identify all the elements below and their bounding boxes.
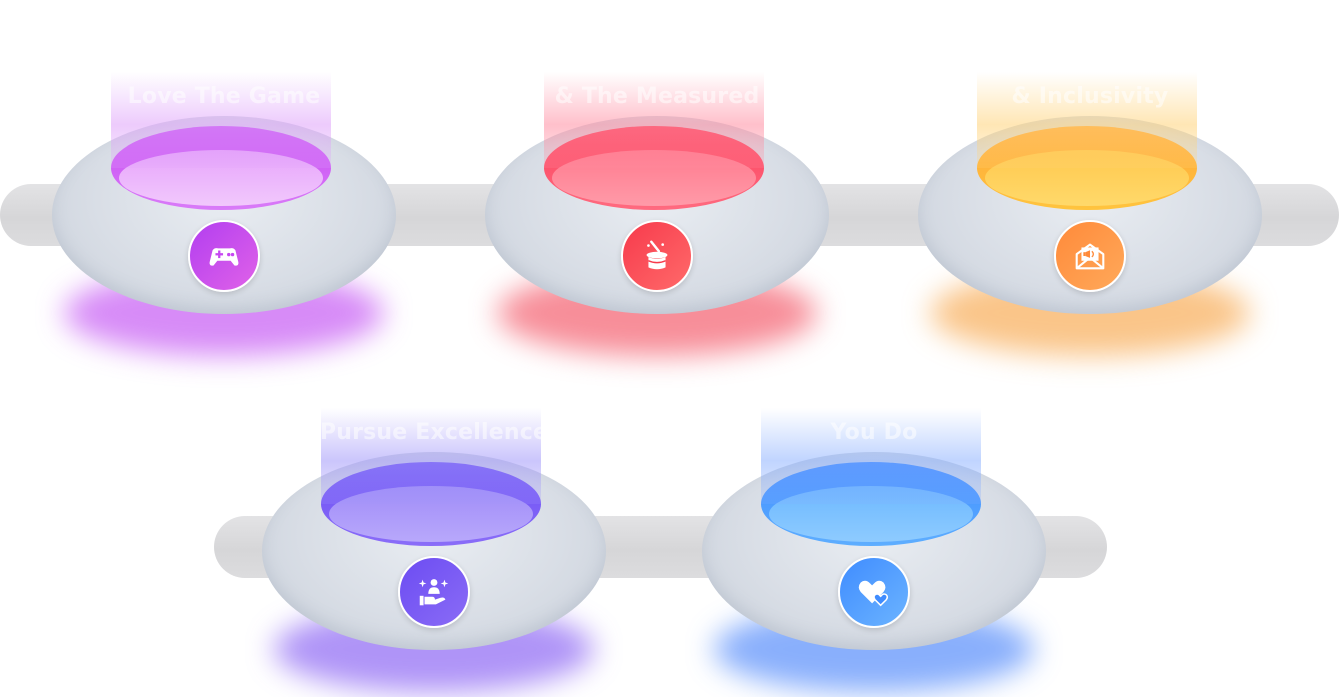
step-5-node: You Do	[702, 336, 1046, 692]
step-4-well	[321, 462, 541, 546]
team-hand-sparkle-icon	[418, 579, 449, 606]
step-1-node: Love The Game	[52, 0, 396, 356]
step-2-label: & The Measured	[554, 84, 760, 109]
step-4-label: Pursue Excellence	[319, 420, 549, 445]
step-5-well	[761, 462, 981, 546]
step-2-badge	[621, 220, 693, 292]
step-3-well	[977, 126, 1197, 210]
step-1-badge	[188, 220, 260, 292]
magic-hat-icon	[646, 240, 668, 270]
megaphone-envelope-icon	[1075, 243, 1105, 270]
step-5-badge	[838, 556, 910, 628]
step-3-node: & Inclusivity	[918, 0, 1262, 356]
gamepad-icon	[209, 248, 239, 266]
step-1-label: Love The Game	[127, 84, 321, 109]
step-5-label: You Do	[830, 420, 918, 445]
step-2-well	[544, 126, 764, 210]
step-3-badge	[1054, 220, 1126, 292]
step-1-well	[111, 126, 331, 210]
step-3-label: & Inclusivity	[1011, 84, 1169, 109]
step-2-node: & The Measured	[485, 0, 829, 356]
hearts-icon	[858, 580, 889, 607]
step-4-node: Pursue Excellence	[262, 336, 606, 692]
step-4-badge	[398, 556, 470, 628]
